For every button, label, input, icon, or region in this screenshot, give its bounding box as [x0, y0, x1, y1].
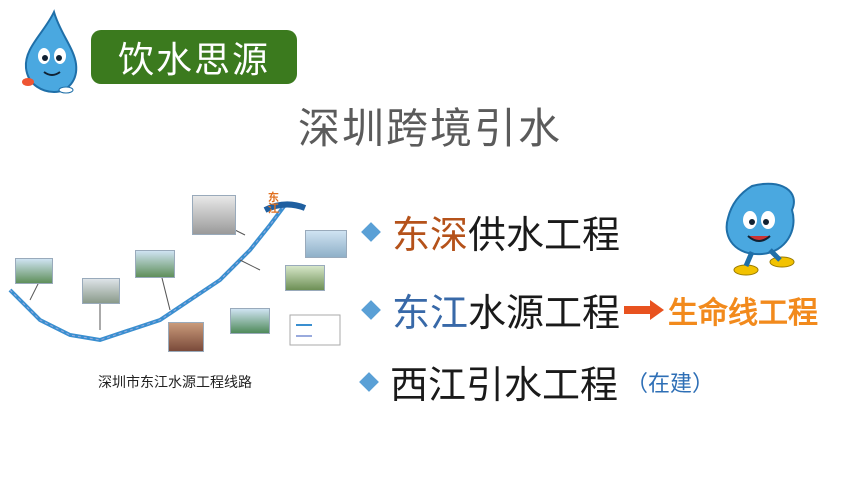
map-photo	[305, 230, 347, 258]
water-drop-mascot-icon	[22, 9, 78, 94]
bullet-note: （在建）	[626, 371, 715, 397]
map-photo	[285, 265, 325, 291]
bullet-text: 水源工程	[468, 291, 621, 335]
map-photo	[230, 308, 270, 334]
river-label: 东江	[268, 191, 279, 215]
bullet-text: 供水工程	[468, 213, 621, 257]
map-photo	[135, 250, 175, 278]
bullet-item: 西江引水工程 （在建）	[359, 354, 715, 409]
map-photo	[168, 322, 204, 352]
route-map-graphic	[8, 201, 341, 346]
map-photo	[192, 195, 236, 235]
map-caption: 深圳市东江水源工程线路	[98, 375, 252, 391]
bullet-text: 西江引水工程	[390, 363, 619, 407]
bullet-item: 东深供水工程	[361, 204, 621, 259]
map-photo	[82, 278, 120, 304]
water-drop-skating-mascot-icon	[725, 182, 795, 276]
section-badge-text: 饮水思源	[117, 40, 270, 81]
diamond-bullet-icon	[361, 221, 381, 242]
right-arrow-icon	[624, 299, 665, 320]
page-title: 深圳跨境引水	[298, 104, 563, 153]
lifeline-label: 生命线工程	[668, 295, 819, 331]
diamond-bullet-icon	[361, 299, 381, 320]
section-badge: 饮水思源	[91, 30, 297, 84]
route-map: 东江	[0, 190, 350, 365]
map-photo	[15, 258, 53, 284]
bullet-highlight: 东深	[392, 213, 469, 257]
bullet-item: 东江水源工程 生命线工程	[361, 282, 819, 337]
bullet-highlight: 东江	[392, 291, 469, 335]
diamond-bullet-icon	[359, 371, 379, 392]
